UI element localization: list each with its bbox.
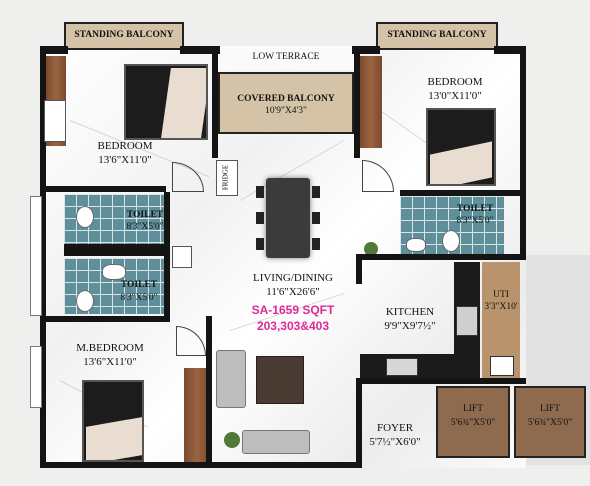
fridge: [216, 160, 238, 196]
dining-chair: [256, 186, 264, 198]
kitchen-size: 9'9"X9'7½": [384, 320, 436, 332]
bedroom-top-right-name: BEDROOM: [427, 76, 483, 88]
wall: [400, 190, 520, 196]
dining-chair: [312, 238, 320, 250]
low-terrace: [218, 46, 354, 70]
standing-balcony-left: [64, 22, 184, 50]
wall: [212, 46, 218, 158]
dining-chair: [256, 212, 264, 224]
wall: [356, 378, 526, 384]
bed-master: [82, 380, 144, 462]
bed-top-left: [124, 64, 208, 140]
lift-2-name: LIFT: [539, 404, 561, 414]
master-bedroom-size: 13'6"X11'0": [83, 356, 137, 368]
toilet-2-size: 8'3"X5'0": [120, 293, 158, 303]
uti-name: UTI: [493, 290, 509, 300]
bedroom-top-left-name: BEDROOM: [97, 140, 153, 152]
kitchen-counter: [360, 354, 480, 378]
area-label: SA-1659 SQFT: [251, 303, 335, 317]
wall: [352, 46, 380, 54]
living-dining-name: LIVING/DINING: [252, 272, 334, 284]
wall: [494, 46, 526, 54]
wall: [206, 316, 212, 466]
wall: [180, 46, 220, 54]
wc-icon: [76, 290, 94, 312]
wardrobe-master: [184, 368, 210, 462]
wc-icon: [442, 230, 460, 252]
wall: [40, 46, 46, 466]
kitchen-name: KITCHEN: [385, 306, 435, 318]
dining-chair: [312, 212, 320, 224]
lift-1-size: 5'6¾"X5'0": [450, 418, 496, 428]
wall: [46, 186, 166, 192]
window-left: [30, 196, 42, 316]
covered-balcony-size: 10'9"X4'3": [265, 106, 307, 116]
covered-balcony: [218, 72, 354, 134]
wall: [40, 462, 360, 468]
wall: [40, 46, 68, 54]
toilet-3-name: TOILET: [456, 204, 494, 214]
plant-icon: [224, 432, 240, 448]
foyer-name: FOYER: [376, 422, 414, 434]
foyer-size: 5'7½"X6'0": [369, 436, 421, 448]
wall: [164, 192, 170, 318]
dining-chair: [312, 186, 320, 198]
plant-icon: [364, 242, 378, 256]
toilet-2-name: TOILET: [120, 280, 158, 290]
uti-size: 3'3"X10': [484, 302, 518, 312]
wall: [354, 46, 360, 158]
wall: [356, 254, 526, 260]
living-dining-size: 11'6"X26'6": [266, 286, 320, 298]
wardrobe-right: [360, 56, 382, 148]
bedroom-top-right-size: 13'0"X11'0": [428, 90, 482, 102]
units-label: 203,303&403: [256, 319, 330, 333]
lift-1-name: LIFT: [462, 404, 484, 414]
dining-table: [266, 178, 310, 258]
toilet-3-size: 8'3"X5'0": [456, 216, 494, 226]
master-bedroom-name: M.BEDROOM: [76, 342, 144, 354]
wall: [64, 244, 164, 256]
wall: [356, 254, 362, 284]
standing-balcony-right-label: STANDING BALCONY: [387, 30, 487, 40]
window-left-lower: [30, 346, 42, 408]
bed-top-right: [426, 108, 496, 186]
wall: [46, 316, 170, 322]
fridge-label: FRIDGE: [221, 164, 230, 191]
lift-2-size: 5'6¾"X5'0": [527, 418, 573, 428]
standing-balcony-right: [376, 22, 498, 50]
standing-balcony-left-label: STANDING BALCONY: [74, 30, 174, 40]
window-bedroom-left: [44, 100, 66, 142]
lift-2: [514, 386, 586, 458]
dining-chair: [256, 238, 264, 250]
lift-1: [436, 386, 510, 458]
covered-balcony-name: COVERED BALCONY: [237, 94, 335, 104]
sink-icon: [386, 358, 418, 376]
coffee-table: [256, 356, 304, 404]
basin-icon: [406, 238, 426, 252]
washbasin-icon: [172, 246, 192, 268]
bedroom-top-left-size: 13'6"X11'0": [98, 154, 152, 166]
basin-icon: [102, 264, 126, 280]
sofa: [242, 430, 310, 454]
toilet-1-size: 8'3"X5'0": [126, 222, 164, 232]
wc-icon: [76, 206, 94, 228]
wall: [356, 384, 362, 468]
washer-icon: [490, 356, 514, 376]
wall: [520, 46, 526, 256]
sofa: [216, 350, 246, 408]
toilet-1-name: TOILET: [126, 210, 164, 220]
stove-icon: [456, 306, 478, 336]
low-terrace-label: LOW TERRACE: [252, 52, 320, 62]
